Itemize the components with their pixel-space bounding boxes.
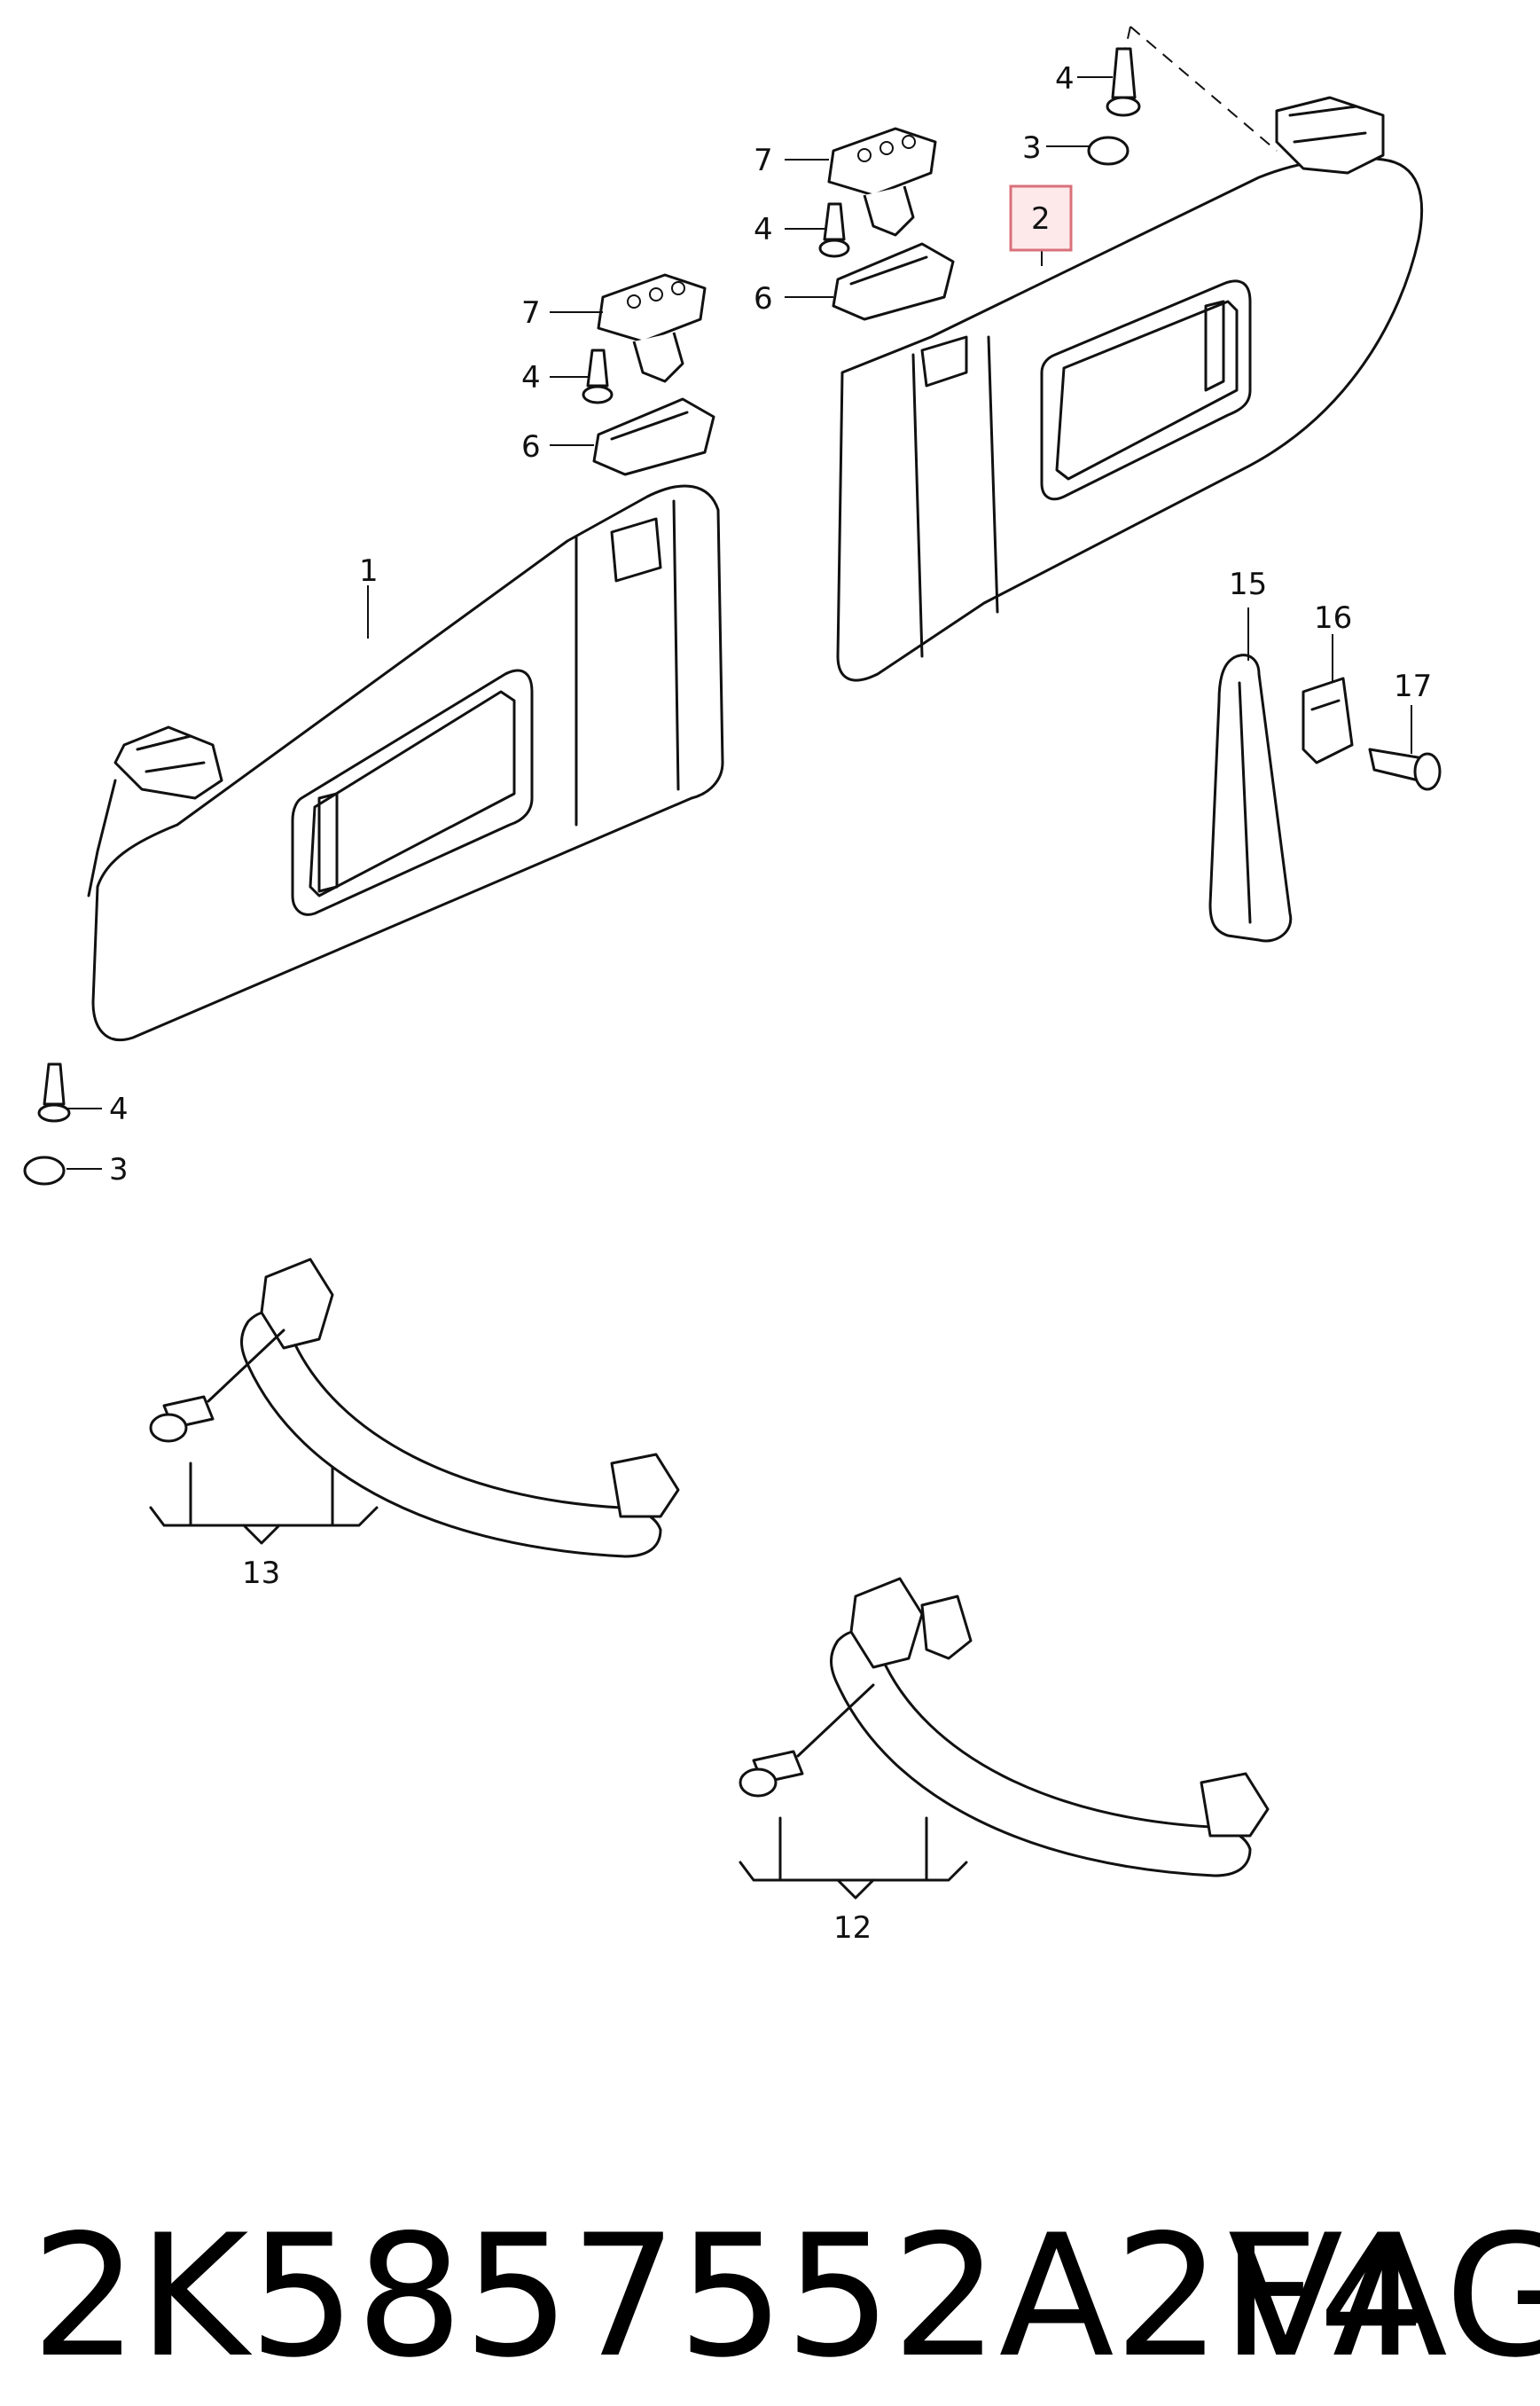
left-sun-visor bbox=[87, 484, 724, 1042]
callout-6-upper: 6 bbox=[754, 281, 773, 317]
screw-4-a bbox=[1106, 47, 1141, 117]
screw-4-c bbox=[582, 349, 614, 404]
callout-3-top: 3 bbox=[1022, 130, 1042, 166]
callout-2: 2 bbox=[1031, 201, 1051, 237]
callout-16: 16 bbox=[1314, 600, 1352, 636]
cap-6-upper bbox=[832, 242, 955, 321]
callout-6-lower: 6 bbox=[521, 429, 541, 465]
callout-3-bottom: 3 bbox=[109, 1152, 129, 1187]
brand-name: VAG bbox=[1228, 2198, 1540, 2394]
callout-7-upper: 7 bbox=[754, 143, 773, 178]
nut-3-b bbox=[23, 1156, 66, 1186]
cover-16 bbox=[1302, 677, 1354, 764]
screw-4-b bbox=[818, 202, 850, 258]
screw-4-d bbox=[37, 1062, 71, 1123]
grab-handle-12 bbox=[739, 1577, 1270, 1900]
callout-15: 15 bbox=[1229, 567, 1267, 602]
highlight-box bbox=[1009, 184, 1073, 252]
part-number: 2K5857552A2F4 bbox=[31, 2198, 1426, 2394]
screw-17 bbox=[1368, 748, 1442, 791]
callout-1: 1 bbox=[359, 553, 379, 589]
right-sun-visor bbox=[836, 26, 1424, 682]
callout-4-lower: 4 bbox=[521, 360, 541, 396]
grab-handle-13 bbox=[149, 1258, 680, 1558]
callout-4-bottom: 4 bbox=[109, 1092, 129, 1127]
callout-labels: 4 3 7 4 6 2 7 4 6 1 4 3 15 16 17 13 12 bbox=[109, 61, 1432, 1946]
cap-6-lower bbox=[592, 397, 715, 476]
callout-13: 13 bbox=[242, 1556, 280, 1591]
callout-4-upper: 4 bbox=[754, 212, 773, 247]
callout-7-lower: 7 bbox=[521, 295, 541, 331]
hook-15 bbox=[1208, 654, 1293, 943]
callout-12: 12 bbox=[833, 1910, 872, 1946]
clip-7-lower bbox=[597, 273, 707, 383]
callout-17: 17 bbox=[1394, 669, 1432, 704]
nut-3-a bbox=[1087, 136, 1130, 166]
clip-7-upper bbox=[827, 127, 937, 237]
callout-4-top: 4 bbox=[1055, 61, 1075, 97]
